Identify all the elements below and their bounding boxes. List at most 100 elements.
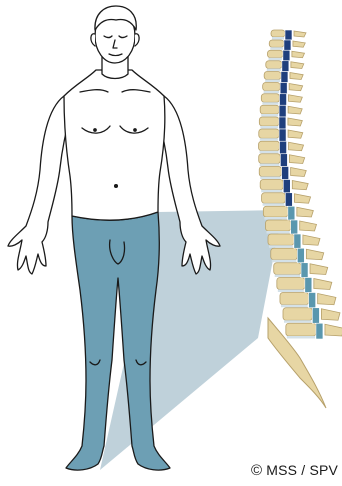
vertebra-body (286, 323, 316, 336)
navel (115, 185, 118, 188)
vertebra-body (266, 220, 291, 231)
intervertebral-disc (260, 151, 279, 154)
vertebra-body (280, 293, 309, 305)
vertebra-body (262, 193, 286, 204)
spinous-process (290, 73, 303, 80)
spinous-process (292, 51, 305, 58)
cord-segment-healthy (284, 40, 291, 50)
nipple-right (134, 129, 136, 131)
spinous-process (291, 62, 304, 69)
cord-segment-healthy (283, 180, 290, 193)
vertebra-body (263, 206, 288, 217)
vertebra-body (260, 180, 283, 190)
credit-text: MSS / SPV (266, 462, 338, 478)
cord-segment-healthy (283, 50, 290, 61)
intervertebral-disc (263, 203, 285, 206)
intervertebral-disc (261, 190, 282, 193)
intervertebral-disc (264, 91, 280, 94)
spinous-process (297, 207, 314, 217)
vertebra-body (263, 83, 281, 91)
human-body-front-icon (8, 6, 220, 470)
intervertebral-disc (269, 245, 293, 248)
spinous-process (306, 249, 323, 260)
spinous-process (289, 84, 303, 91)
spinous-process (303, 235, 320, 245)
intervertebral-disc (272, 37, 284, 40)
intervertebral-disc (265, 80, 280, 83)
left-ear (91, 34, 95, 46)
intervertebral-disc (260, 138, 278, 141)
cord-segment-healthy (281, 72, 288, 83)
spinous-process (294, 194, 310, 204)
cord-segment-healthy (279, 105, 286, 117)
spinous-process (288, 106, 302, 114)
vertebra-body (271, 30, 285, 37)
cord-segment-healthy (280, 141, 287, 154)
spinous-process (310, 264, 328, 275)
cord-segment-healthy (280, 94, 287, 106)
cord-segment-affected (291, 220, 298, 234)
spinous-process (300, 221, 317, 231)
cord-segment-affected (288, 206, 295, 220)
cord-segment-healthy (279, 129, 286, 141)
intervertebral-disc (287, 336, 315, 339)
spinous-process (325, 324, 342, 336)
cord-segment-affected (294, 234, 301, 248)
vertebra-body (259, 154, 281, 164)
cord-segment-affected (305, 278, 312, 293)
cord-segment-healthy (285, 30, 292, 40)
right-ear (135, 34, 139, 46)
vertebrae-group (259, 30, 342, 339)
vertebra-body (283, 308, 312, 321)
vertebra-body (261, 94, 279, 103)
vertebra-body (259, 141, 280, 151)
intervertebral-disc (267, 231, 290, 234)
vertebra-body (259, 117, 279, 126)
intervertebral-disc (281, 305, 308, 308)
spinous-process (294, 31, 306, 37)
vertebra-body (267, 50, 282, 58)
spinous-process (321, 309, 340, 321)
copyright-credit: ©MSS / SPV (251, 462, 338, 479)
intervertebral-disc (264, 217, 287, 220)
cord-segment-healthy (280, 154, 287, 167)
cord-segment-healthy (280, 83, 287, 94)
intervertebral-disc (261, 114, 278, 117)
vertebra-body (259, 129, 279, 138)
intervertebral-disc (275, 275, 300, 278)
intervertebral-disc (272, 260, 297, 263)
cord-segment-affected (316, 323, 323, 339)
vertebra-body (274, 263, 301, 275)
intervertebral-disc (260, 164, 280, 167)
spinal-column-icon (259, 30, 342, 408)
vertebra-body (277, 278, 305, 290)
vertebra-body (259, 167, 281, 177)
intervertebral-disc (284, 320, 311, 323)
spinous-process (288, 130, 303, 138)
cord-segment-healthy (282, 167, 289, 180)
intervertebral-disc (278, 290, 304, 293)
spinous-process (293, 41, 305, 47)
intervertebral-disc (267, 69, 281, 72)
spinous-process (288, 118, 302, 126)
cord-segment-affected (297, 248, 304, 263)
cord-segment-healthy (282, 61, 289, 72)
nipple-left (94, 129, 96, 131)
spinous-process (289, 142, 304, 151)
vertebra-body (260, 105, 279, 114)
intervertebral-disc (268, 58, 281, 61)
intervertebral-disc (262, 102, 278, 105)
cord-segment-affected (301, 263, 308, 278)
left-arm (8, 96, 70, 274)
spinous-process (289, 95, 303, 103)
intervertebral-disc (260, 177, 280, 180)
cord-segment-affected (309, 293, 316, 308)
vertebra-body (269, 40, 284, 47)
spinous-process (292, 181, 308, 190)
vertebra-body (264, 72, 281, 80)
cord-segment-healthy (279, 117, 286, 129)
cord-segment-affected (312, 308, 319, 324)
vertebra-body (271, 248, 298, 260)
vertebra-body (268, 234, 294, 245)
